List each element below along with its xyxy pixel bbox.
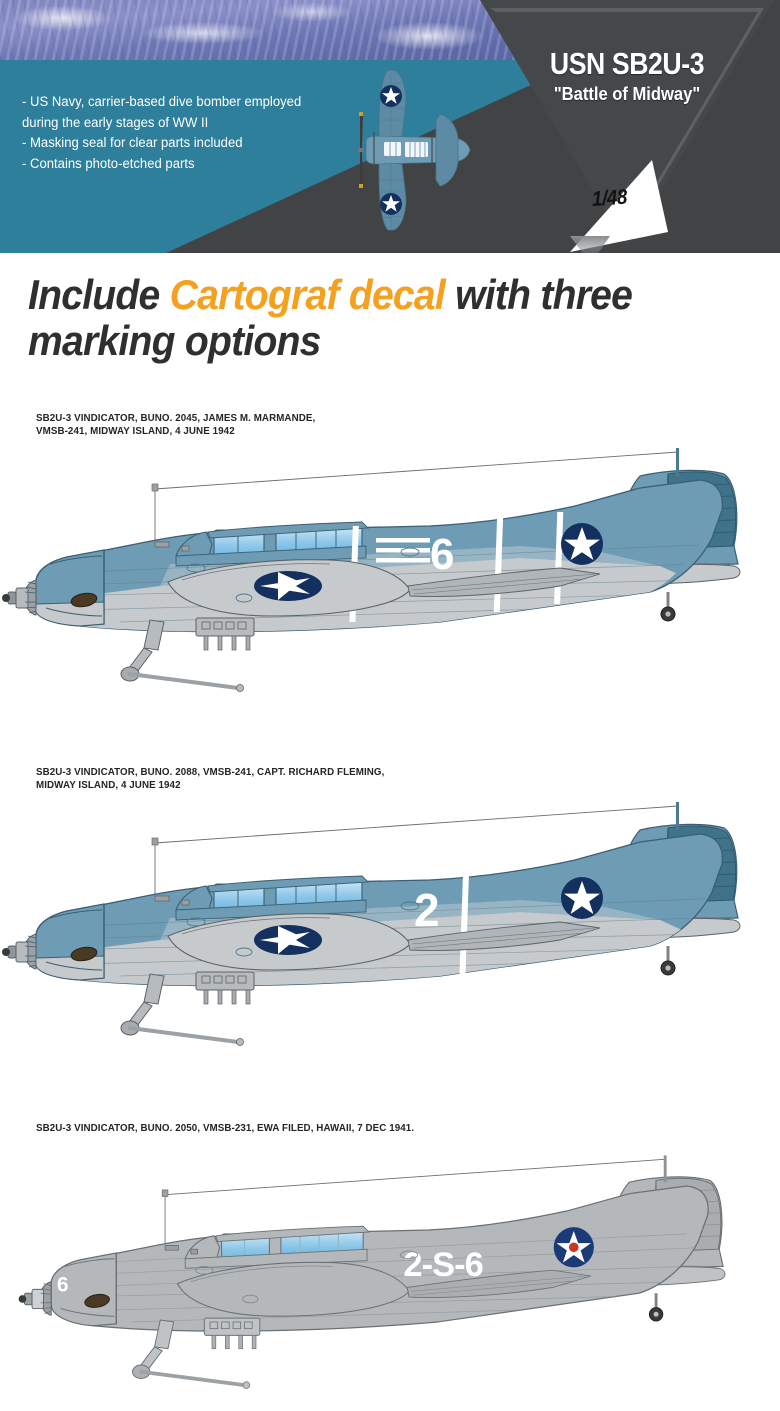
headline-line-1: Include Cartograf decal with three <box>28 271 707 318</box>
headline-line-2: marking options <box>28 317 321 365</box>
kit-title: USN SB2U-3 <box>549 46 705 81</box>
aircraft-profile-2: 2 <box>2 802 741 1046</box>
marking-option-2: SB2U-3 VINDICATOR, BUNO. 2088, VMSB-241,… <box>0 766 780 1066</box>
list-item: - Masking seal for clear parts included <box>22 135 243 151</box>
headline-suffix: with three <box>445 271 633 318</box>
marking-option-3: SB2U-3 VINDICATOR, BUNO. 2050, VMSB-231,… <box>0 1122 780 1411</box>
feature-bullet-list: - US Navy, carrier-based dive bomber emp… <box>22 92 352 174</box>
triangle-shadow <box>570 236 610 253</box>
fuselage-code-1: 6 <box>430 530 454 579</box>
aircraft-profile-3: 6 2-S-6 <box>18 1155 726 1389</box>
fuselage-code-2: 2 <box>414 884 440 936</box>
aircraft-profile-1: 6 <box>2 448 741 692</box>
scale-badge: 1/48 <box>591 185 628 211</box>
headline-accent: Cartograf decal <box>169 271 446 318</box>
page-title: Include Cartograf decal with three marki… <box>28 271 758 365</box>
marking-caption: SB2U-3 VINDICATOR, BUNO. 2088, VMSB-241,… <box>36 766 385 792</box>
header-banner: USN SB2U-3 "Battle of Midway" 1/48 - US … <box>0 0 780 253</box>
list-item: - US Navy, carrier-based dive bomber emp… <box>22 94 302 130</box>
kit-subtitle: "Battle of Midway" <box>553 83 701 104</box>
marking-caption: SB2U-3 VINDICATOR, BUNO. 2050, VMSB-231,… <box>36 1122 415 1134</box>
aircraft-planview-illustration <box>336 62 506 238</box>
title-block: USN SB2U-3 "Battle of Midway" <box>474 46 780 105</box>
marking-caption: SB2U-3 VINDICATOR, BUNO. 2045, JAMES M. … <box>36 412 316 438</box>
cowl-code-3: 6 <box>57 1273 69 1296</box>
headline-prefix: Include <box>28 271 170 318</box>
fuselage-code-3: 2-S-6 <box>403 1246 482 1284</box>
marking-option-1: SB2U-3 VINDICATOR, BUNO. 2045, JAMES M. … <box>0 412 780 712</box>
list-item: - Contains photo-etched parts <box>22 155 195 171</box>
